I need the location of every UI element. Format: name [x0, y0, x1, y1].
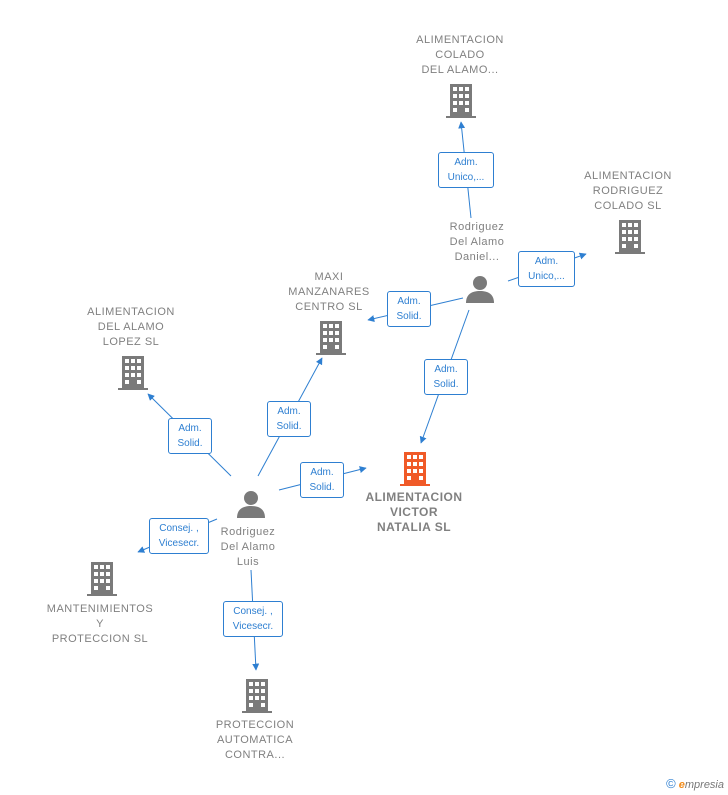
edge-label-luis-mantenimientos[interactable]: Consej. ,Vicesecr. — [149, 518, 209, 554]
edge-label-daniel-maxi[interactable]: Adm.Solid. — [387, 291, 431, 327]
copyright-icon: © — [666, 776, 676, 791]
edge-label-luis-victor[interactable]: Adm.Solid. — [300, 462, 344, 498]
building-icon[interactable] — [242, 679, 272, 713]
edge-label-luis-proteccion[interactable]: Consej. ,Vicesecr. — [223, 601, 283, 637]
footer-branding: ©empresia — [666, 776, 724, 791]
edge-label-daniel-victor[interactable]: Adm.Solid. — [424, 359, 468, 395]
edge-label-luis-lopez[interactable]: Adm.Solid. — [168, 418, 212, 454]
building-icon[interactable] — [446, 84, 476, 118]
person-icon[interactable] — [236, 490, 266, 518]
building-icon[interactable] — [87, 562, 117, 596]
brand-logo-text: mpresia — [684, 779, 724, 791]
building-icon[interactable] — [316, 321, 346, 355]
building-icon[interactable] — [118, 356, 148, 390]
building-icon[interactable] — [615, 220, 645, 254]
edge-label-luis-maxi[interactable]: Adm.Solid. — [267, 401, 311, 437]
edge-label-daniel-rodriguez[interactable]: Adm.Unico,... — [518, 251, 575, 287]
building-main-icon[interactable] — [400, 452, 430, 486]
brand-logo-initial: e — [678, 779, 685, 791]
person-icon[interactable] — [465, 275, 495, 303]
edge-label-daniel-colado[interactable]: Adm.Unico,... — [438, 152, 494, 188]
